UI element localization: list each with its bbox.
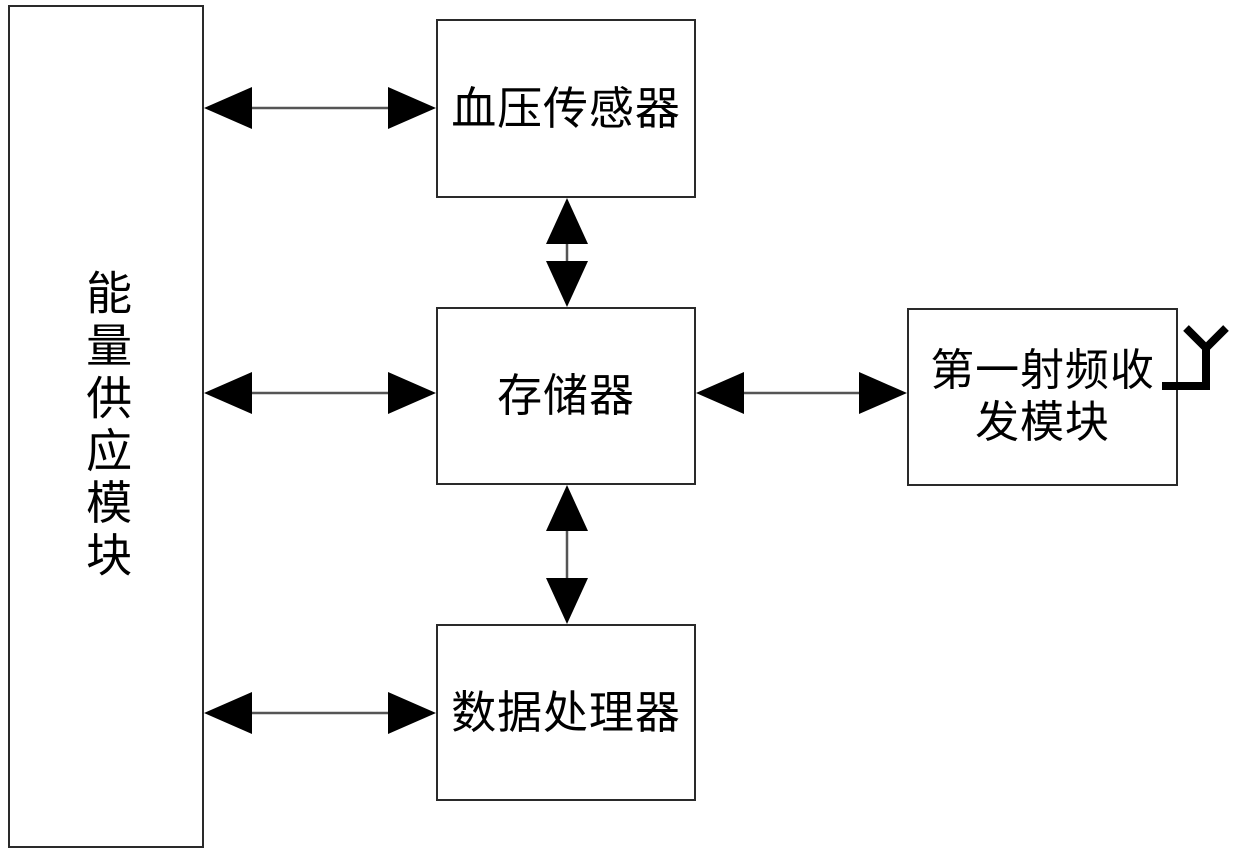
antenna-icon-wrapper xyxy=(1160,318,1238,404)
block-label-first-rf-transceiver-module: 第一射频收发模块 xyxy=(930,345,1155,448)
block-first-rf-transceiver-module[interactable]: 第一射频收发模块 xyxy=(907,308,1178,486)
connector-power-processor xyxy=(204,692,436,734)
connector-memory-processor xyxy=(546,485,588,624)
block-blood-pressure-sensor[interactable]: 血压传感器 xyxy=(436,19,696,198)
block-memory[interactable]: 存储器 xyxy=(436,307,696,485)
block-label-blood-pressure-sensor: 血压传感器 xyxy=(451,81,681,135)
antenna-icon xyxy=(1162,325,1229,390)
block-label-energy-supply-module: 能量供应模块 xyxy=(79,269,134,584)
connector-bp-sensor-memory xyxy=(546,198,588,307)
block-label-data-processor: 数据处理器 xyxy=(451,685,681,739)
connector-memory-rf xyxy=(696,372,907,414)
block-energy-supply-module[interactable]: 能量供应模块 xyxy=(8,5,204,848)
block-data-processor[interactable]: 数据处理器 xyxy=(436,624,696,801)
connector-power-bp-sensor xyxy=(204,87,436,129)
block-label-memory: 存储器 xyxy=(497,369,635,423)
connector-power-memory xyxy=(204,372,436,414)
